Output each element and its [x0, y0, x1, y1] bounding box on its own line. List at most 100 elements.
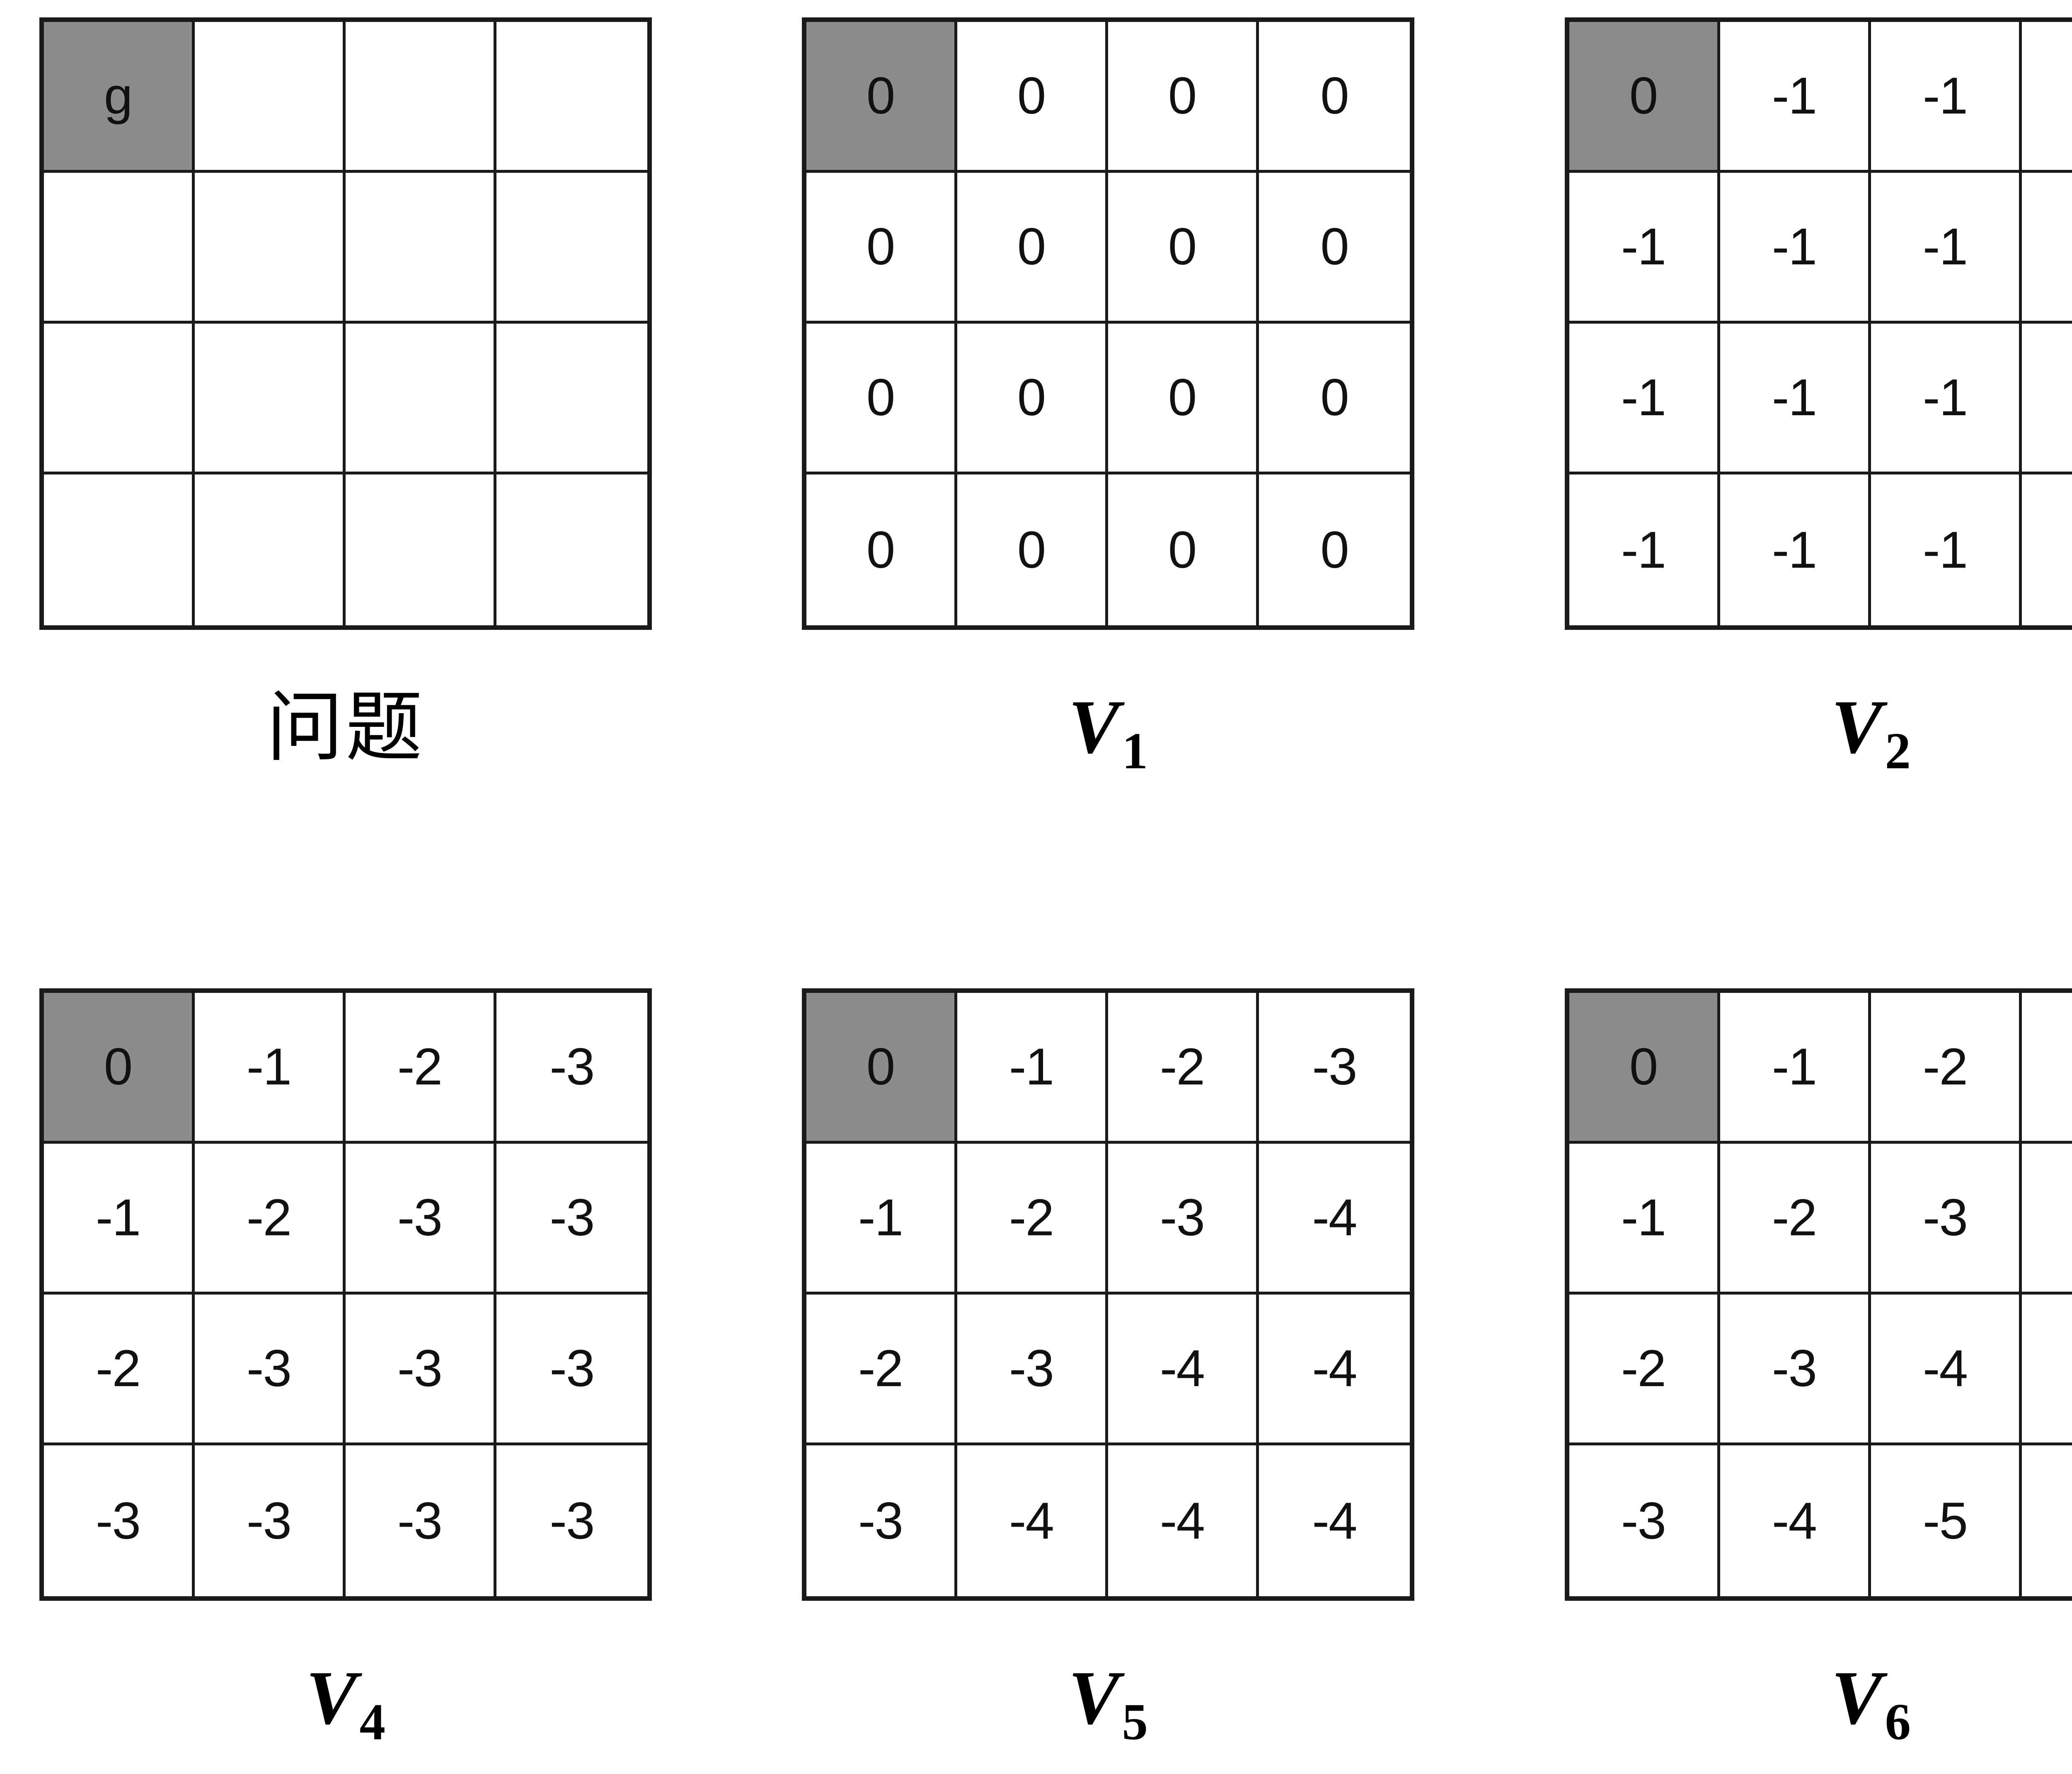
caption-subscript-v4: 4	[359, 1693, 385, 1751]
grid-cell-v6-r2-c0: -2	[1569, 1295, 1720, 1445]
value-grid-v5: 0-1-2-3-1-2-3-4-2-3-4-4-3-4-4-4	[802, 988, 1414, 1601]
grid-cell-v2-r1-c2: -1	[1871, 173, 2022, 324]
grid-cell-v6-r3-c3: -5	[2022, 1445, 2072, 1596]
grid-cell-v2-r1-c3: -1	[2022, 173, 2072, 324]
grid-cell-v4-r1-c3: -3	[496, 1144, 647, 1295]
grid-cell-problem-r0-c1	[195, 22, 346, 173]
caption-subscript-v5: 5	[1122, 1693, 1148, 1751]
caption-symbol-v6: V6	[1831, 1655, 1911, 1751]
grid-cell-v2-r0-c3: -1	[2022, 22, 2072, 173]
grid-cell-v1-r3-c3: 0	[1259, 474, 1410, 625]
grid-cell-v1-r1-c1: 0	[957, 173, 1108, 324]
grid-cell-v6-r2-c1: -3	[1720, 1295, 1871, 1445]
grid-cell-v1-r2-c2: 0	[1108, 324, 1259, 474]
grid-cell-v4-r3-c3: -3	[496, 1445, 647, 1596]
grid-cell-v5-r2-c3: -4	[1259, 1295, 1410, 1445]
grid-cell-v5-r0-c1: -1	[957, 993, 1108, 1144]
grid-cell-problem-r2-c2	[346, 324, 496, 474]
goal-cell-v4-r0-c0: 0	[44, 993, 195, 1144]
grid-cell-v6-r0-c2: -2	[1871, 993, 2022, 1144]
grid-cell-v5-r0-c3: -3	[1259, 993, 1410, 1144]
caption-symbol-v2: V2	[1831, 685, 1911, 780]
grid-cell-v1-r3-c2: 0	[1108, 474, 1259, 625]
grid-cell-v2-r1-c0: -1	[1569, 173, 1720, 324]
grid-cell-v1-r1-c0: 0	[806, 173, 957, 324]
grid-cell-v4-r0-c2: -2	[346, 993, 496, 1144]
grid-cell-problem-r2-c0	[44, 324, 195, 474]
grid-cell-v6-r1-c3: -4	[2022, 1144, 2072, 1295]
grid-cell-v1-r1-c3: 0	[1259, 173, 1410, 324]
value-grid-v6: 0-1-2-3-1-2-3-4-2-3-4-5-3-4-5-5	[1565, 988, 2072, 1601]
grid-cell-v4-r2-c3: -3	[496, 1295, 647, 1445]
grid-cell-v2-r2-c0: -1	[1569, 324, 1720, 474]
grid-cell-v1-r0-c3: 0	[1259, 22, 1410, 173]
value-grid-v2: 0-1-1-1-1-1-1-1-1-1-1-1-1-1-1-1	[1565, 17, 2072, 630]
grid-caption-v6: V6	[1565, 1651, 2072, 1751]
grid-cell-v1-r0-c2: 0	[1108, 22, 1259, 173]
grid-cell-v1-r0-c1: 0	[957, 22, 1108, 173]
grid-cell-v4-r3-c1: -3	[195, 1445, 346, 1596]
grid-cell-v1-r1-c2: 0	[1108, 173, 1259, 324]
grid-cell-v2-r3-c1: -1	[1720, 474, 1871, 625]
value-grid-problem: g	[39, 17, 652, 630]
grid-cell-v5-r1-c1: -2	[957, 1144, 1108, 1295]
grid-cell-v2-r0-c1: -1	[1720, 22, 1871, 173]
grid-cell-v4-r2-c0: -2	[44, 1295, 195, 1445]
grid-cell-problem-r1-c2	[346, 173, 496, 324]
grid-cell-problem-r2-c3	[496, 324, 647, 474]
value-grid-panel-v6: 0-1-2-3-1-2-3-4-2-3-4-5-3-4-5-5V6	[1565, 988, 2072, 1751]
grid-caption-v5: V5	[802, 1651, 1414, 1751]
grid-cell-v1-r2-c0: 0	[806, 324, 957, 474]
grid-cell-v6-r0-c3: -3	[2022, 993, 2072, 1144]
grid-cell-v6-r3-c2: -5	[1871, 1445, 2022, 1596]
grid-cell-problem-r3-c3	[496, 474, 647, 625]
grid-cell-problem-r1-c1	[195, 173, 346, 324]
grid-cell-v5-r3-c3: -4	[1259, 1445, 1410, 1596]
grid-cell-v4-r2-c1: -3	[195, 1295, 346, 1445]
grid-cell-v4-r0-c1: -1	[195, 993, 346, 1144]
grid-caption-v1: V1	[802, 680, 1414, 780]
grid-cell-v4-r1-c0: -1	[44, 1144, 195, 1295]
grid-cell-v6-r3-c0: -3	[1569, 1445, 1720, 1596]
grid-cell-v6-r3-c1: -4	[1720, 1445, 1871, 1596]
grid-cell-v4-r1-c2: -3	[346, 1144, 496, 1295]
grid-cell-v2-r3-c3: -1	[2022, 474, 2072, 625]
grid-cell-problem-r3-c1	[195, 474, 346, 625]
grid-cell-v4-r2-c2: -3	[346, 1295, 496, 1445]
value-grid-panel-problem: g 问题	[39, 17, 652, 775]
grid-cell-v6-r1-c0: -1	[1569, 1144, 1720, 1295]
goal-cell-problem-r0-c0: g	[44, 22, 195, 173]
grid-cell-v5-r3-c0: -3	[806, 1445, 957, 1596]
grid-cell-v4-r0-c3: -3	[496, 993, 647, 1144]
grid-cell-problem-r3-c2	[346, 474, 496, 625]
grid-caption-v4: V4	[39, 1651, 652, 1751]
grid-cell-v5-r2-c2: -4	[1108, 1295, 1259, 1445]
grid-cell-problem-r3-c0	[44, 474, 195, 625]
caption-symbol-v1: V1	[1068, 685, 1148, 780]
grid-cell-v2-r2-c1: -1	[1720, 324, 1871, 474]
caption-symbol-v5: V5	[1068, 1655, 1148, 1751]
grid-cell-v5-r2-c0: -2	[806, 1295, 957, 1445]
grid-cell-v5-r1-c0: -1	[806, 1144, 957, 1295]
grid-caption-v2: V2	[1565, 680, 2072, 780]
grid-cell-v6-r1-c1: -2	[1720, 1144, 1871, 1295]
grid-cell-v6-r2-c2: -4	[1871, 1295, 2022, 1445]
grid-cell-v1-r3-c1: 0	[957, 474, 1108, 625]
grid-cell-v1-r2-c3: 0	[1259, 324, 1410, 474]
grid-cell-problem-r0-c3	[496, 22, 647, 173]
grid-caption-problem: 问题	[39, 680, 652, 775]
grid-cell-v6-r1-c2: -3	[1871, 1144, 2022, 1295]
grid-cell-v2-r0-c2: -1	[1871, 22, 2022, 173]
caption-subscript-v1: 1	[1122, 722, 1148, 780]
grid-cell-v5-r1-c2: -3	[1108, 1144, 1259, 1295]
grid-cell-v2-r2-c3: -1	[2022, 324, 2072, 474]
grid-cell-v5-r1-c3: -4	[1259, 1144, 1410, 1295]
grid-cell-v6-r2-c3: -5	[2022, 1295, 2072, 1445]
goal-cell-v6-r0-c0: 0	[1569, 993, 1720, 1144]
grid-cell-v2-r3-c2: -1	[1871, 474, 2022, 625]
grid-cell-problem-r0-c2	[346, 22, 496, 173]
